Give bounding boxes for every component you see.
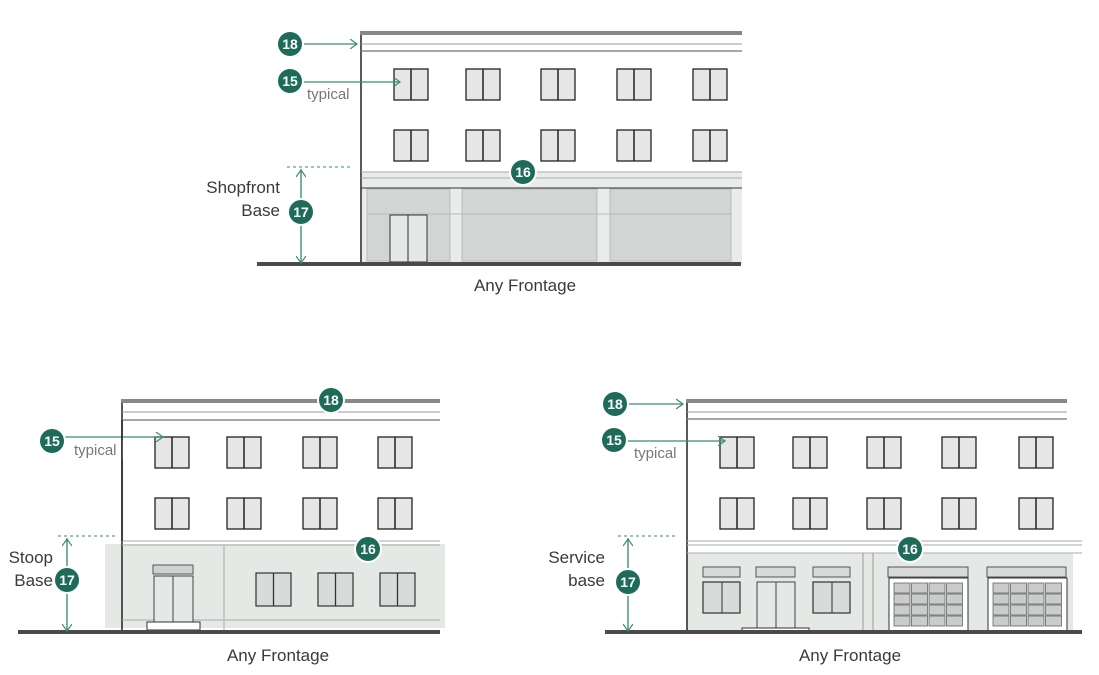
window — [941, 436, 977, 469]
callout-badge-18: 18 — [601, 390, 629, 418]
upper-windows — [393, 68, 728, 162]
stoop-step — [146, 621, 201, 631]
callout-badge-18: 18 — [276, 30, 304, 58]
window — [377, 436, 413, 469]
window — [377, 497, 413, 530]
window — [540, 129, 576, 162]
callout-badge-15: 15 — [276, 67, 304, 95]
frontage-label: Any Frontage — [474, 276, 576, 295]
window — [866, 497, 902, 530]
base-window — [317, 572, 354, 607]
callout-badges: 18 15 16 17 18 15 16 17 18 15 16 17 — [38, 30, 924, 596]
window — [866, 436, 902, 469]
typical-label: typical — [74, 442, 117, 459]
window — [1018, 497, 1054, 530]
window — [465, 129, 501, 162]
window — [719, 436, 755, 469]
window — [941, 497, 977, 530]
garage-door — [987, 577, 1068, 633]
garage-doors — [888, 577, 1068, 633]
svg-text:18: 18 — [282, 36, 298, 52]
base-type-label-2: base — [568, 571, 605, 590]
window — [393, 129, 429, 162]
base-type-label-2: Base — [14, 571, 53, 590]
window — [1018, 436, 1054, 469]
window — [154, 497, 190, 530]
svg-text:17: 17 — [620, 574, 636, 590]
upper-windows — [719, 436, 1054, 530]
service-building — [605, 399, 1082, 634]
typical-label: typical — [307, 86, 350, 103]
window — [719, 497, 755, 530]
window — [226, 497, 262, 530]
callout-badge-18: 18 — [317, 386, 345, 414]
svg-text:17: 17 — [293, 204, 309, 220]
stoop-annotations: typical Stoop Base Any Frontage — [9, 420, 329, 665]
service-annotations: typical Service base Any Frontage — [548, 404, 901, 665]
svg-text:15: 15 — [44, 433, 60, 449]
frontage-label: Any Frontage — [799, 646, 901, 665]
svg-text:16: 16 — [515, 164, 531, 180]
base-type-label: Service — [548, 548, 605, 567]
frontage-label: Any Frontage — [227, 646, 329, 665]
window — [692, 129, 728, 162]
svg-text:15: 15 — [282, 73, 298, 89]
base-type-label: Stoop — [9, 548, 53, 567]
callout-badge-15: 15 — [600, 426, 628, 454]
window — [616, 68, 652, 101]
svg-text:15: 15 — [606, 432, 622, 448]
base-window — [379, 572, 416, 607]
svg-text:18: 18 — [607, 396, 623, 412]
callout-badge-17: 17 — [53, 566, 81, 594]
svg-text:16: 16 — [902, 541, 918, 557]
window — [302, 497, 338, 530]
callout-badge-15: 15 — [38, 427, 66, 455]
window — [154, 436, 190, 469]
base-type-label: Shopfront — [206, 178, 280, 197]
shopfront-building — [257, 31, 742, 266]
base-type-label-2: Base — [241, 201, 280, 220]
callout-badge-17: 17 — [287, 198, 315, 226]
window — [226, 436, 262, 469]
window — [792, 436, 828, 469]
window — [540, 68, 576, 101]
base-window — [255, 572, 292, 607]
garage-door — [888, 577, 969, 633]
svg-text:16: 16 — [360, 541, 376, 557]
window — [393, 68, 429, 101]
callout-badge-16: 16 — [509, 158, 537, 186]
window — [792, 497, 828, 530]
callout-badge-17: 17 — [614, 568, 642, 596]
callout-badge-16: 16 — [896, 535, 924, 563]
svg-text:17: 17 — [59, 572, 75, 588]
stoop-building — [18, 399, 445, 634]
shopfront-annotations: typical Shopfront Base Any Frontage — [206, 44, 576, 295]
upper-windows — [154, 436, 416, 607]
window — [692, 68, 728, 101]
window — [616, 129, 652, 162]
window — [302, 436, 338, 469]
window — [465, 68, 501, 101]
svg-text:18: 18 — [323, 392, 339, 408]
callout-badge-16: 16 — [354, 535, 382, 563]
typical-label: typical — [634, 445, 677, 462]
